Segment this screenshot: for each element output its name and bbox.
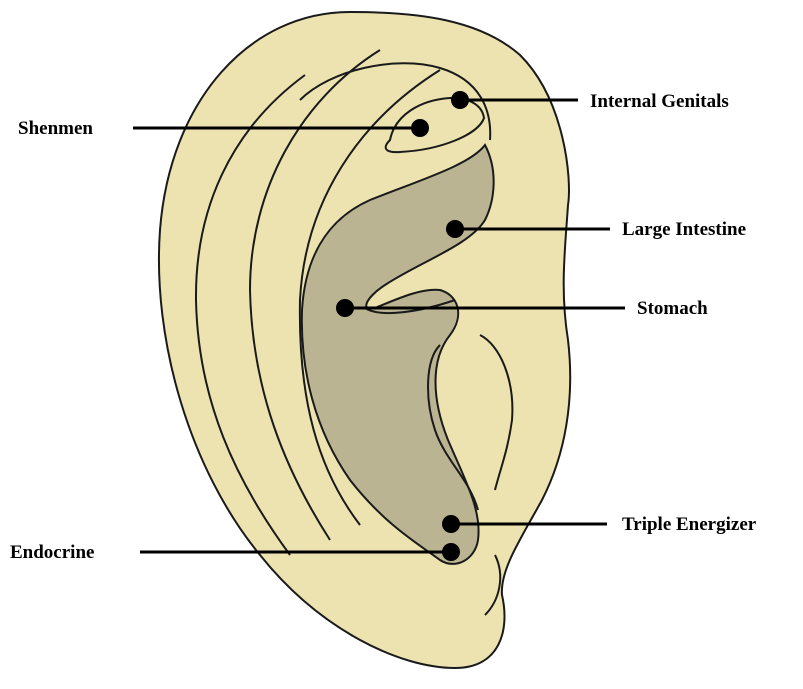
point-endocrine[interactable] <box>442 543 460 561</box>
label-large-intestine: Large Intestine <box>622 219 746 240</box>
point-large-intestine[interactable] <box>446 220 464 238</box>
point-triple-energizer[interactable] <box>442 515 460 533</box>
point-shenmen[interactable] <box>411 119 429 137</box>
label-shenmen: Shenmen <box>18 118 93 139</box>
point-internal-genitals[interactable] <box>451 91 469 109</box>
label-endocrine: Endocrine <box>10 542 94 563</box>
label-stomach: Stomach <box>637 298 708 319</box>
label-internal-genitals: Internal Genitals <box>590 91 729 112</box>
point-stomach[interactable] <box>336 299 354 317</box>
label-triple-energizer: Triple Energizer <box>622 514 757 535</box>
